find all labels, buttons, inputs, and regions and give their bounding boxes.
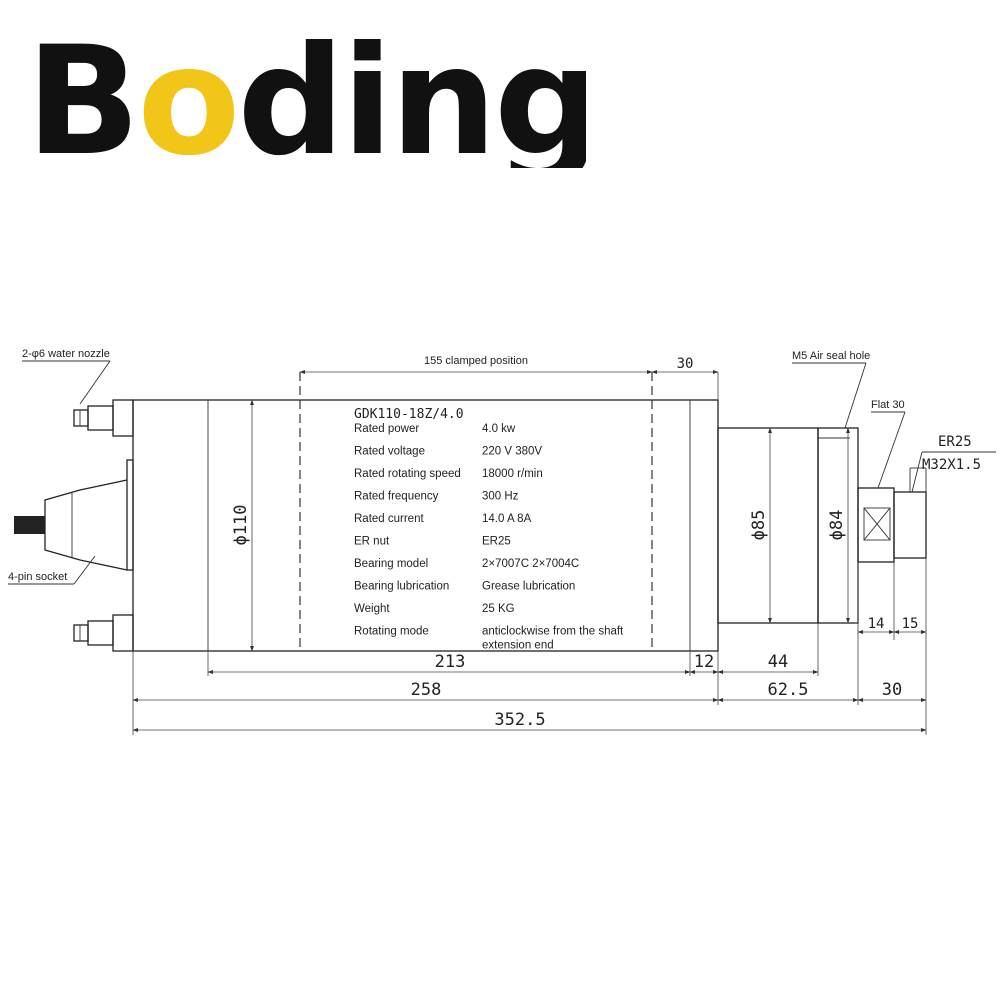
spec-value: 300 Hz [482, 491, 519, 503]
dim-15: 15 [902, 616, 919, 632]
thread-label: M32X1.5 [922, 457, 981, 473]
spec-value: 14.0 A 8A [482, 513, 532, 525]
spec-value: 18000 r/min [482, 468, 543, 480]
collet-label: ER25 [938, 434, 972, 450]
spec-table: Rated power 4.0 kw Rated voltage 220 V 380V… [354, 423, 624, 652]
flat-label: Flat 30 [871, 399, 905, 411]
spec-label: Bearing lubrication [354, 581, 449, 593]
spindle-body [132, 399, 719, 652]
dim-62-5: 62.5 [768, 680, 809, 700]
spec-value: 220 V 380V [482, 446, 542, 458]
spec-value: anticlockwise from the shaft [482, 626, 624, 638]
spec-label: Rotating mode [354, 626, 429, 638]
dim-top-30: 30 [677, 356, 694, 372]
dim-neck-diameter: ϕ85 [749, 510, 769, 541]
water-nozzle-label: 2-φ6 water nozzle [22, 348, 110, 360]
spec-label: Weight [354, 603, 390, 615]
four-pin-socket [14, 479, 128, 571]
spec-label: Rated current [354, 513, 424, 525]
spec-label: Rated rotating speed [354, 468, 461, 480]
dim-258: 258 [411, 680, 442, 700]
spec-value: 2×7007C 2×7004C [482, 558, 579, 570]
dim-213: 213 [435, 652, 466, 672]
spec-value: 25 KG [482, 603, 515, 615]
dim-nose-diameter: ϕ84 [827, 510, 847, 541]
boding-logo: Boding [26, 28, 586, 168]
dim-body-diameter: ϕ110 [231, 505, 251, 546]
dim-14: 14 [868, 616, 885, 632]
clamped-position-label: 155 clamped position [424, 355, 528, 367]
dim-44: 44 [768, 652, 788, 672]
spec-value: ER25 [482, 536, 511, 548]
dim-total: 352.5 [494, 710, 545, 730]
spec-label: Rated power [354, 423, 419, 435]
water-nozzle-bottom [73, 614, 134, 652]
socket-label: 4-pin socket [8, 571, 67, 583]
logo-accent-letter: o [137, 28, 237, 168]
spec-value: 4.0 kw [482, 423, 516, 435]
spec-value-continued: extension end [482, 640, 554, 652]
water-nozzle-top [73, 399, 134, 437]
spec-label: ER nut [354, 536, 390, 548]
dim-12: 12 [694, 652, 714, 672]
spec-label: Rated voltage [354, 446, 425, 458]
air-seal-label: M5 Air seal hole [792, 350, 870, 362]
spec-label: Rated frequency [354, 491, 439, 503]
dim-30: 30 [882, 680, 902, 700]
spec-value: Grease lubrication [482, 581, 575, 593]
shaft-thread [893, 491, 927, 559]
model-number: GDK110-18Z/4.0 [354, 407, 464, 422]
spec-label: Bearing model [354, 558, 428, 570]
logo-wordmark: Boding [26, 28, 586, 168]
